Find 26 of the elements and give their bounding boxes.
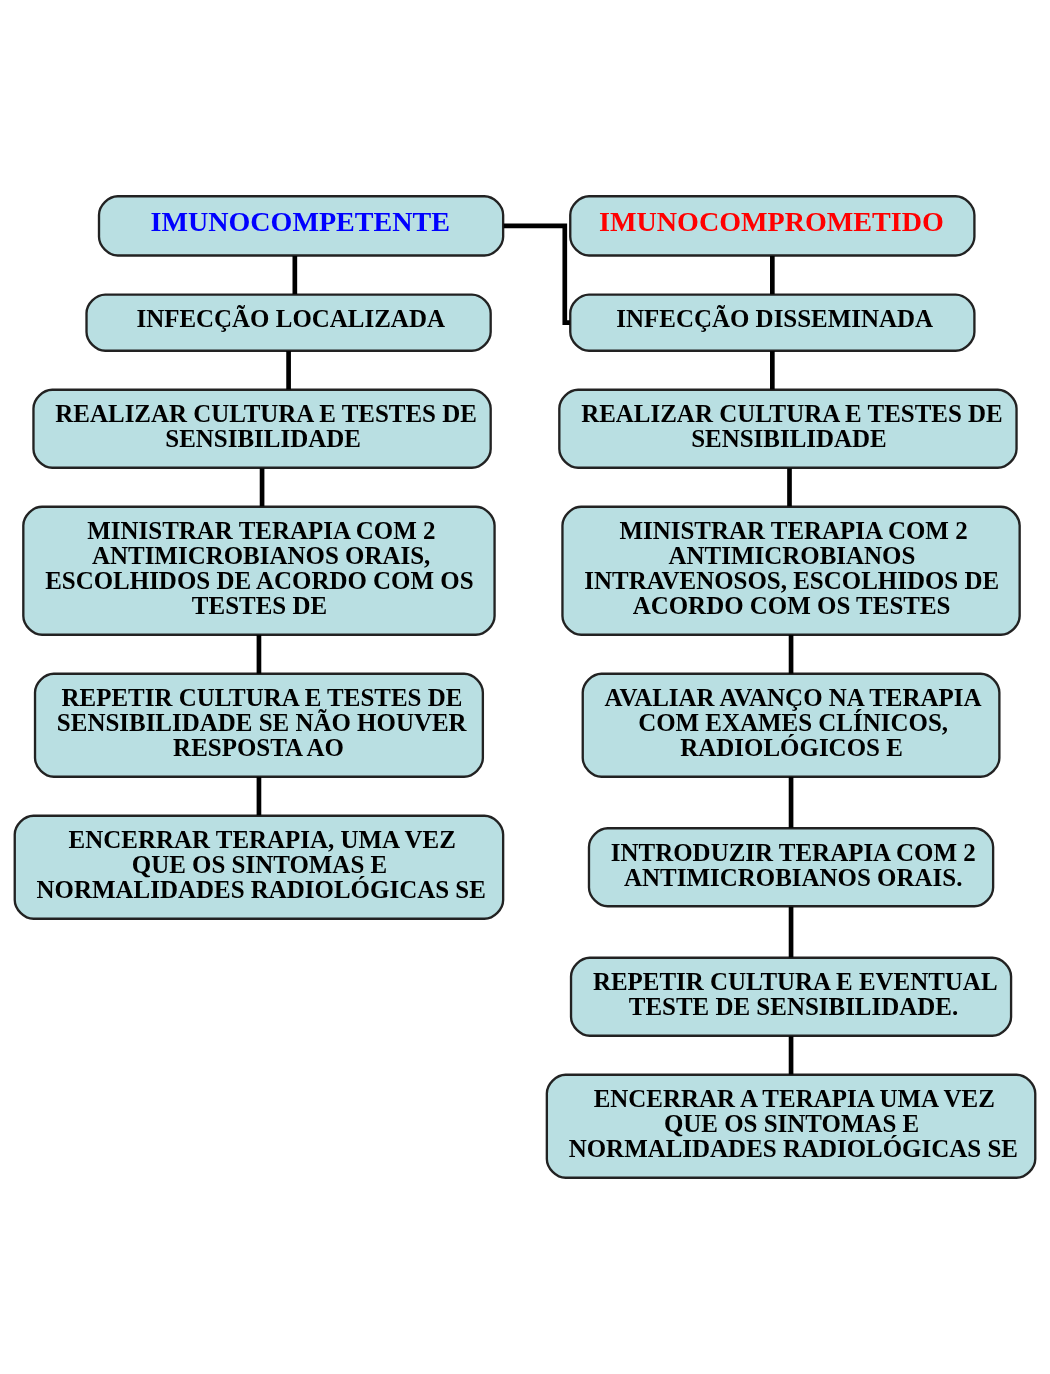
- connector: [788, 1036, 794, 1075]
- connector: [256, 776, 262, 816]
- node-box: ENCERRAR TERAPIA, UMA VEZ QUE OS SINTOMAS E NORMALIDADES RADIOLÓGICAS SE: [13, 814, 505, 920]
- connector: [286, 351, 291, 390]
- node-box: MINISTRAR TERAPIA COM 2 ANTIMICROBIANOS INTRAVENOSOS, ESCOLHIDOS DE ACORDO COM OS TESTES: [561, 505, 1021, 636]
- node-box: ENCERRAR A TERAPIA UMA VEZ QUE OS SINTOMAS E NORMALIDADES RADIOLÓGICAS SE: [545, 1073, 1037, 1179]
- connector: [770, 256, 775, 295]
- connector: [788, 906, 794, 958]
- node-box: REALIZAR CULTURA E TESTES DE SENSIBILIDADE: [32, 388, 492, 469]
- node-box: AVALIAR AVANÇO NA TERAPIA COM EXAMES CLÍNICOS, RADIOLÓGICOS E: [581, 672, 1001, 778]
- node-box: REPETIR CULTURA E EVENTUAL TESTE DE SENSIBILIDADE.: [569, 956, 1013, 1037]
- connector: [770, 351, 775, 390]
- node-box: MINISTRAR TERAPIA COM 2 ANTIMICROBIANOS ORAIS, ESCOLHIDOS DE ACORDO COM OS TESTES DE: [22, 505, 496, 636]
- connector: [788, 776, 794, 828]
- node-box: INTRODUZIR TERAPIA COM 2 ANTIMICROBIANOS ORAIS.: [587, 827, 995, 908]
- connector: [259, 468, 265, 507]
- node-box: IMUNOCOMPETENTE: [97, 195, 505, 257]
- connector: [787, 468, 792, 507]
- node-box: REPETIR CULTURA E TESTES DE SENSIBILIDADE SE NÃO HOUVER RESPOSTA AO: [33, 672, 485, 778]
- connector: [256, 634, 262, 674]
- node-box: REALIZAR CULTURA E TESTES DE SENSIBILIDADE: [558, 388, 1018, 469]
- node-box: IMUNOCOMPROMETIDO: [569, 195, 976, 257]
- connector: [292, 256, 298, 295]
- node-box: INFECÇÃO LOCALIZADA: [85, 293, 492, 352]
- connector: [788, 634, 794, 674]
- node-box: INFECÇÃO DISSEMINADA: [569, 293, 976, 352]
